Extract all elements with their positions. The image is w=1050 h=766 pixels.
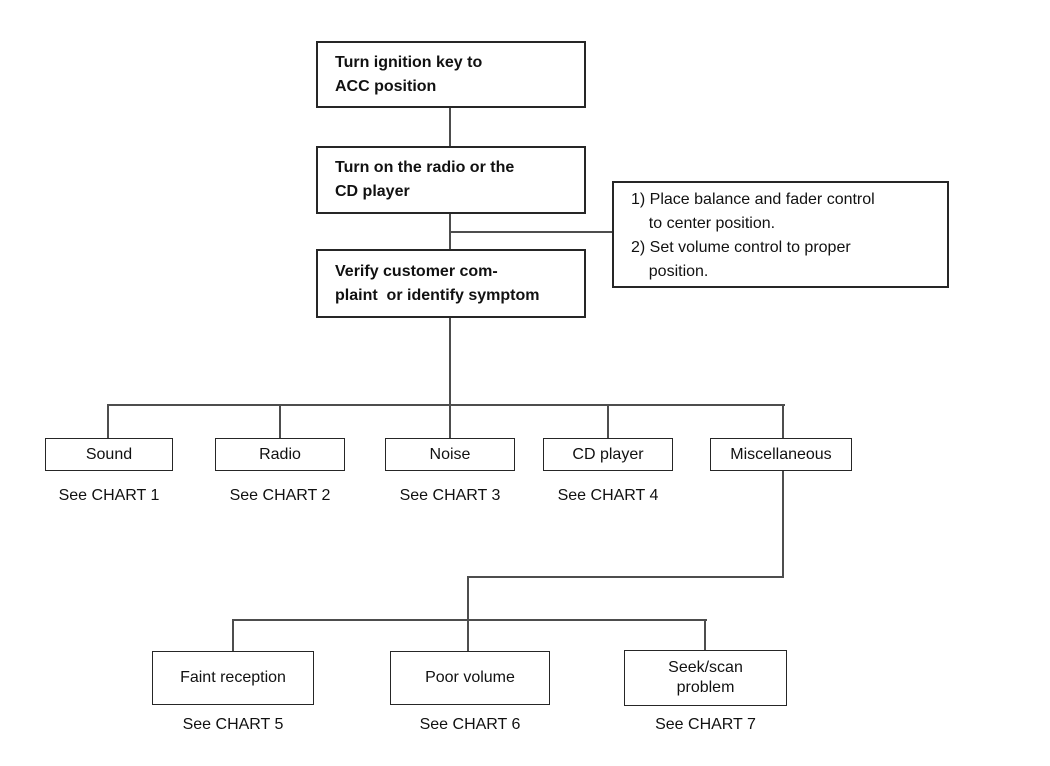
step-ignition-box: Turn ignition key to ACC position xyxy=(316,41,586,108)
connector-verify-to-branch-line xyxy=(449,317,451,406)
symptom-noise-label: Noise xyxy=(429,445,471,463)
drop-seek-scan-line xyxy=(704,619,706,652)
chart-ref-3: See CHART 3 xyxy=(399,487,501,504)
drop-sound-line xyxy=(107,404,109,439)
drop-miscellaneous-line xyxy=(782,404,784,439)
branch-bus-line xyxy=(107,404,785,406)
symptom-radio-label: Radio xyxy=(259,445,301,463)
symptom-cd-player-label: CD player xyxy=(572,445,644,463)
step-verify-box: Verify customer com- plaint or identify … xyxy=(316,249,586,318)
misc-elbow-line xyxy=(467,576,784,578)
connector-ignition-to-turnon-line xyxy=(449,107,451,147)
misc-seek-scan-box: Seek/scan problem xyxy=(624,650,787,706)
misc-seek-scan-label: Seek/scan problem xyxy=(668,659,743,696)
misc-stem-line xyxy=(467,576,469,621)
misc-bus-line xyxy=(232,619,707,621)
step-turn-on-box: Turn on the radio or the CD player xyxy=(316,146,586,214)
note-text: 1) Place balance and fader control to ce… xyxy=(631,191,875,280)
misc-down-line xyxy=(782,470,784,578)
symptom-sound-label: Sound xyxy=(85,445,133,463)
chart-ref-1: See CHART 1 xyxy=(58,487,160,504)
chart-ref-5: See CHART 5 xyxy=(182,716,284,733)
step-verify-label: Verify customer com- plaint or identify … xyxy=(335,262,540,304)
chart-ref-2: See CHART 2 xyxy=(229,487,331,504)
step-turn-on-label: Turn on the radio or the CD player xyxy=(335,159,515,200)
symptom-noise-box: Noise xyxy=(385,438,515,471)
chart-ref-7: See CHART 7 xyxy=(655,716,756,733)
misc-poor-volume-box: Poor volume xyxy=(390,651,550,705)
connector-to-note-line xyxy=(450,231,613,233)
drop-noise-line xyxy=(449,404,451,439)
symptom-sound-box: Sound xyxy=(45,438,173,471)
chart-ref-6: See CHART 6 xyxy=(419,716,521,733)
misc-faint-reception-box: Faint reception xyxy=(152,651,314,705)
symptom-cd-player-box: CD player xyxy=(543,438,673,471)
symptom-radio-box: Radio xyxy=(215,438,345,471)
note-box: 1) Place balance and fader control to ce… xyxy=(612,181,949,288)
drop-faint-reception-line xyxy=(232,619,234,652)
misc-poor-volume-label: Poor volume xyxy=(425,669,515,686)
drop-radio-line xyxy=(279,404,281,439)
symptom-miscellaneous-label: Miscellaneous xyxy=(730,445,832,463)
drop-poor-volume-line xyxy=(467,619,469,652)
misc-faint-reception-label: Faint reception xyxy=(180,669,286,686)
chart-ref-4: See CHART 4 xyxy=(557,487,659,504)
symptom-miscellaneous-box: Miscellaneous xyxy=(710,438,852,471)
drop-cd-player-line xyxy=(607,404,609,439)
step-ignition-label: Turn ignition key to ACC position xyxy=(335,53,483,95)
